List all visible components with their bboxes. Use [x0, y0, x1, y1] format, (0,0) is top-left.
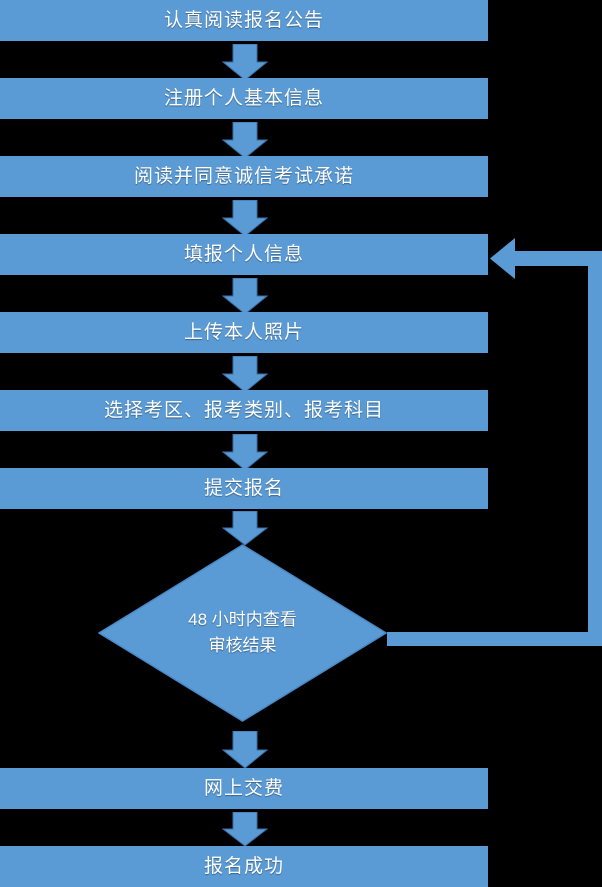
flow-node-fill-personal-info[interactable]: 填报个人信息 — [0, 234, 488, 275]
flow-node-online-payment[interactable]: 网上交费 — [0, 768, 488, 809]
arrow-down-icon-6 — [222, 434, 268, 471]
flow-node-label: 网上交费 — [203, 777, 284, 799]
arrow-down-icon-9 — [222, 812, 268, 849]
feedback-loop-top-segment — [510, 251, 594, 266]
feedback-loop-arrowhead-icon — [490, 238, 516, 279]
flow-node-label: 认真阅读报名公告 — [163, 9, 324, 31]
arrow-down-icon-3 — [222, 200, 268, 237]
flow-node-register-basic-info[interactable]: 注册个人基本信息 — [0, 78, 488, 119]
flow-node-read-announcement[interactable]: 认真阅读报名公告 — [0, 0, 488, 41]
flow-node-upload-photo[interactable]: 上传本人照片 — [0, 312, 488, 353]
flow-node-registration-success[interactable]: 报名成功 — [0, 846, 488, 887]
arrow-down-icon-8 — [222, 731, 268, 769]
flow-node-label: 报名成功 — [203, 855, 284, 877]
flow-node-accept-integrity-pledge[interactable]: 阅读并同意诚信考试承诺 — [0, 156, 488, 197]
arrow-down-icon-4 — [222, 278, 268, 315]
feedback-loop-right-segment — [588, 251, 602, 639]
flow-node-label: 阅读并同意诚信考试承诺 — [133, 165, 354, 187]
flow-node-submit-application[interactable]: 提交报名 — [0, 468, 488, 509]
arrow-down-icon-7 — [222, 511, 268, 548]
flow-node-select-exam-options[interactable]: 选择考区、报考类别、报考科目 — [0, 390, 488, 431]
arrow-down-icon-1 — [222, 44, 268, 81]
flow-node-check-review-result[interactable]: 48 小时内查看 审核结果 — [98, 544, 387, 722]
flow-node-label: 提交报名 — [203, 477, 284, 499]
arrow-down-icon-2 — [222, 122, 268, 159]
flow-node-label: 选择考区、报考类别、报考科目 — [103, 399, 384, 421]
flow-node-label: 填报个人信息 — [183, 243, 304, 265]
diamond-shape-icon — [98, 544, 387, 722]
arrow-down-icon-5 — [222, 356, 268, 393]
flow-node-label: 上传本人照片 — [183, 321, 304, 343]
feedback-loop-bottom-segment — [387, 632, 602, 646]
flow-node-label: 注册个人基本信息 — [163, 87, 324, 109]
